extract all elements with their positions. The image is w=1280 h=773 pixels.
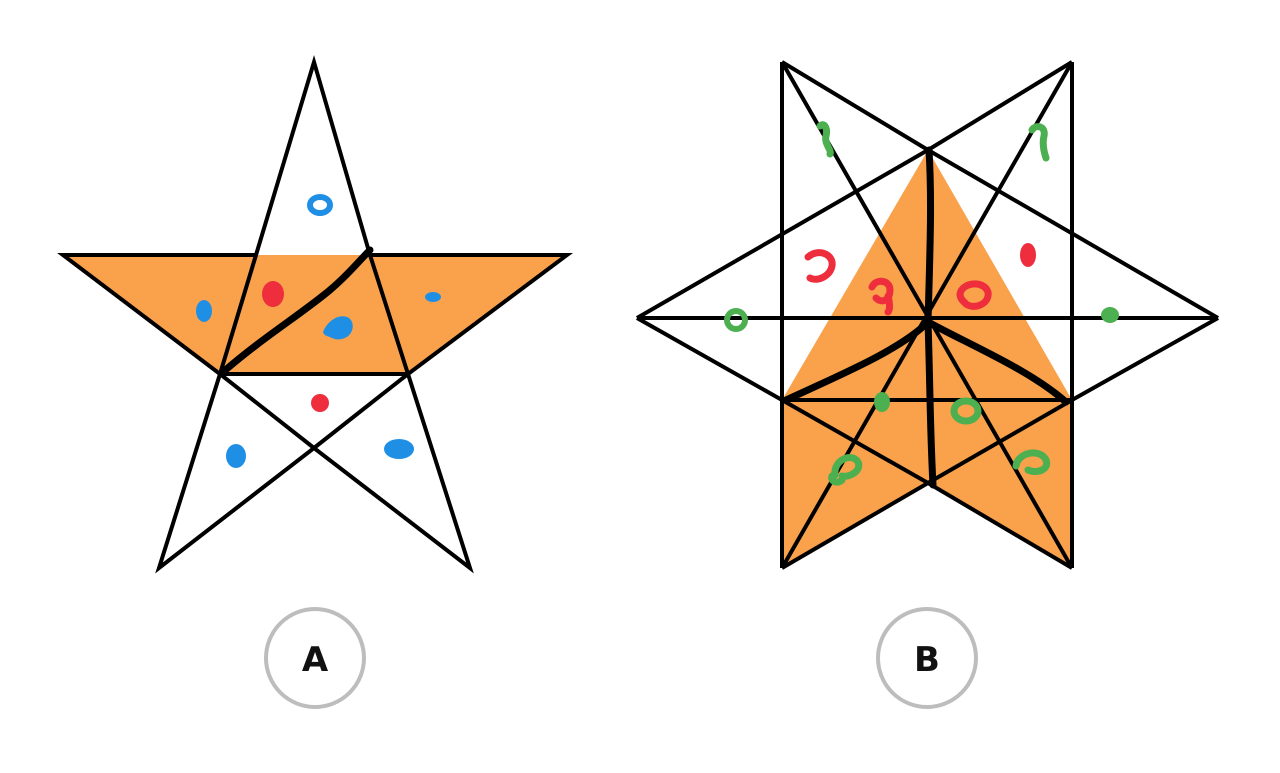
figure-b-thick-divider bbox=[924, 146, 935, 326]
figure-b-edge bbox=[636, 148, 929, 320]
green-dot bbox=[950, 397, 982, 425]
red-dot bbox=[956, 280, 992, 310]
figure-b-edge bbox=[780, 60, 930, 152]
figure-b-edge bbox=[926, 60, 1074, 152]
figure-a-blue-dots bbox=[196, 194, 441, 468]
blue-dot bbox=[384, 439, 414, 459]
figure-b-shaded-region bbox=[782, 400, 1072, 483]
badge-b-ring bbox=[876, 607, 978, 709]
green-dot bbox=[724, 308, 748, 332]
green-dot bbox=[1012, 449, 1051, 476]
figure-b-thick-divider bbox=[924, 318, 1070, 406]
figure-b-shaded-region bbox=[782, 400, 928, 568]
figure-a-inner-edge bbox=[218, 254, 258, 375]
red-dot bbox=[262, 281, 284, 307]
figure-a-red-dots bbox=[262, 281, 329, 412]
figure-b-thick-divider bbox=[924, 318, 937, 489]
figure-b bbox=[636, 60, 1220, 570]
badge-a-label: A bbox=[302, 640, 329, 680]
figure-a-shaded-region bbox=[63, 255, 567, 374]
green-dot bbox=[828, 454, 863, 486]
figure-b-edge bbox=[926, 481, 1074, 570]
badge-a: A bbox=[264, 607, 366, 709]
figure-b-green-dots bbox=[724, 121, 1119, 486]
figure-b-edge bbox=[927, 398, 1073, 485]
figure-a-thick-divider bbox=[218, 246, 374, 377]
figure-b-shaded-region bbox=[928, 400, 1072, 568]
blue-dot bbox=[226, 444, 246, 468]
badge-b-label: B bbox=[914, 640, 940, 680]
figure-b-red-dots bbox=[804, 243, 1036, 316]
green-dot bbox=[1028, 123, 1050, 162]
red-dot bbox=[311, 394, 329, 412]
figure-b-edge bbox=[780, 481, 930, 570]
blue-dot bbox=[425, 292, 441, 302]
red-dot bbox=[1020, 243, 1036, 267]
figure-b-edge bbox=[1071, 316, 1219, 402]
figure-a-inner-edge bbox=[312, 372, 410, 450]
figure-b-edge bbox=[636, 316, 783, 402]
red-dot bbox=[804, 249, 836, 283]
red-dot bbox=[868, 277, 894, 316]
figure-a bbox=[57, 54, 574, 574]
figure-b-edge bbox=[926, 148, 1220, 320]
green-dot bbox=[816, 121, 834, 158]
figure-b-thick-divider bbox=[782, 318, 932, 404]
blue-dot bbox=[307, 194, 333, 216]
blue-dot bbox=[196, 300, 212, 322]
badge-a-ring bbox=[264, 607, 366, 709]
figure-a-inner-edge bbox=[218, 372, 316, 450]
figure-a-inner-edge bbox=[368, 254, 410, 375]
badge-b: B bbox=[876, 607, 978, 709]
green-dot bbox=[1101, 307, 1119, 323]
blue-dot bbox=[323, 316, 353, 340]
green-dot bbox=[874, 392, 890, 412]
figure-b-edge bbox=[781, 398, 929, 485]
